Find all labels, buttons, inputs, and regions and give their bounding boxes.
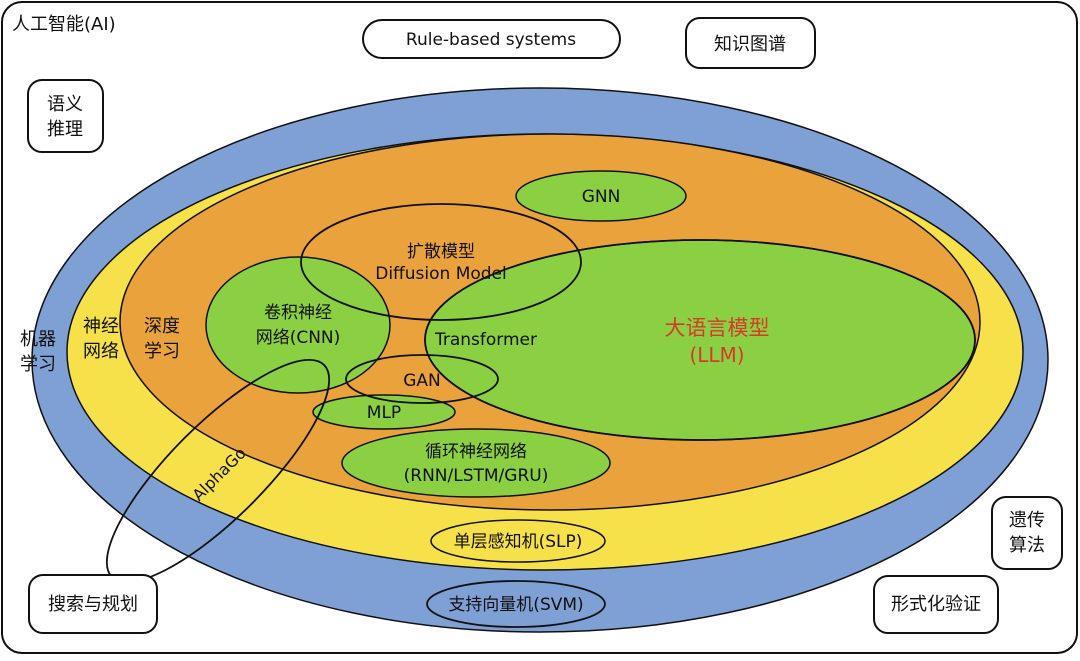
formal-verification-label: 形式化验证 (891, 594, 981, 615)
diffusion-label-1: 扩散模型 (407, 242, 475, 262)
semantic-reasoning-label-1: 语义 (47, 94, 83, 115)
semantic-reasoning-box (27, 79, 104, 153)
rule-based-box (362, 19, 621, 59)
llm-label-2: (LLM) (689, 343, 744, 367)
semantic-reasoning-label-2: 推理 (47, 119, 83, 140)
search-planning-label: 搜索与规划 (48, 594, 138, 615)
cnn-ellipse (205, 256, 391, 394)
llm-label-1: 大语言模型 (665, 316, 770, 340)
transformer-ellipse (424, 239, 976, 441)
gan-label: GAN (403, 371, 441, 391)
mlp-label: MLP (367, 403, 401, 423)
slp-label: 单层感知机(SLP) (454, 532, 583, 552)
rnn-label-2: (RNN/LSTM/GRU) (404, 466, 549, 486)
formal-verification-box (873, 575, 999, 634)
genetic-algorithm-label-1: 遗传 (1009, 510, 1045, 531)
machine-learning-label-1: 机器 (20, 329, 56, 350)
neural-network-label-1: 神经 (83, 316, 119, 337)
genetic-algorithm-box (991, 496, 1063, 570)
deep-learning-label-1: 深度 (144, 316, 180, 337)
knowledge-graph-label: 知识图谱 (714, 34, 786, 55)
ai-title: 人工智能(AI) (12, 14, 116, 35)
genetic-algorithm-label-2: 算法 (1009, 535, 1045, 556)
rnn-ellipse (341, 428, 611, 498)
gnn-label: GNN (582, 187, 621, 207)
rule-based-label: Rule-based systems (406, 30, 576, 50)
transformer-label: Transformer (434, 330, 537, 350)
diffusion-ellipse (300, 203, 582, 321)
slp-ellipse (430, 519, 606, 563)
diffusion-label-2: Diffusion Model (375, 264, 507, 284)
svm-ellipse (426, 580, 606, 628)
machine-learning-label-2: 学习 (20, 354, 56, 375)
search-planning-box (28, 574, 158, 634)
knowledge-graph-box (685, 17, 816, 69)
neural-network-label-2: 网络 (83, 341, 119, 362)
svm-label: 支持向量机(SVM) (448, 595, 583, 615)
deep-learning-label-2: 学习 (144, 341, 180, 362)
rnn-label-1: 循环神经网络 (425, 442, 527, 462)
cnn-label-1: 卷积神经 (264, 303, 332, 323)
gnn-ellipse (515, 170, 687, 222)
cnn-label-2: 网络(CNN) (256, 328, 341, 348)
gan-ellipse (345, 354, 499, 404)
